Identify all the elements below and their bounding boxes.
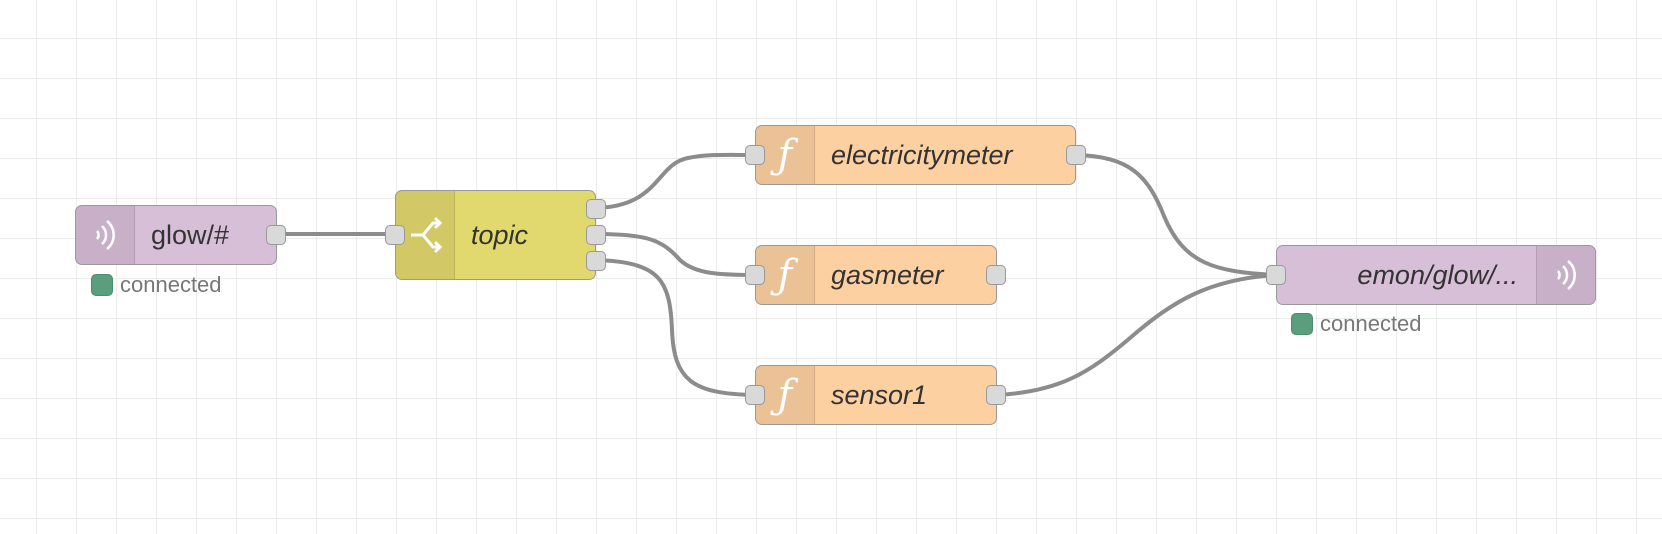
- status-connected-icon: [91, 274, 113, 296]
- node-label: sensor1: [831, 379, 928, 410]
- electricitymeter-input-port[interactable]: [745, 145, 765, 165]
- radio-waves-icon: [1536, 246, 1595, 304]
- function-node-gasmeter[interactable]: ƒ gasmeter: [755, 245, 997, 305]
- function-icon: ƒ: [756, 246, 815, 304]
- node-label: emon/glow/...: [1357, 259, 1518, 290]
- switch-output-port-1[interactable]: [586, 199, 606, 219]
- wire-topic-to-electricitymeter[interactable]: [595, 152, 756, 210]
- function-node-sensor1[interactable]: ƒ sensor1: [755, 365, 997, 425]
- function-icon: ƒ: [756, 366, 815, 424]
- node-label: electricitymeter: [831, 139, 1013, 170]
- node-label: topic: [471, 219, 529, 250]
- wire-electricitymeter-to-emon[interactable]: [1074, 153, 1277, 277]
- wire-topic-to-gasmeter[interactable]: [595, 232, 756, 277]
- switch-output-port-2[interactable]: [586, 225, 606, 245]
- node-label: gasmeter: [831, 259, 944, 290]
- gasmeter-output-port[interactable]: [986, 265, 1006, 285]
- switch-node[interactable]: topic: [395, 190, 596, 280]
- gasmeter-input-port[interactable]: [745, 265, 765, 285]
- mqtt-out-status: connected: [1291, 311, 1422, 337]
- function-node-electricitymeter[interactable]: ƒ electricitymeter: [755, 125, 1076, 185]
- sensor1-output-port[interactable]: [986, 385, 1006, 405]
- mqtt-out-input-port[interactable]: [1266, 265, 1286, 285]
- status-connected-icon: [1291, 313, 1313, 335]
- function-icon: ƒ: [756, 126, 815, 184]
- node-label: glow/#: [151, 219, 230, 250]
- mqtt-in-output-port[interactable]: [266, 225, 286, 245]
- switch-input-port[interactable]: [385, 225, 405, 245]
- radio-waves-icon: [76, 206, 135, 264]
- mqtt-out-node[interactable]: emon/glow/...: [1276, 245, 1596, 305]
- electricitymeter-output-port[interactable]: [1066, 145, 1086, 165]
- sensor1-input-port[interactable]: [745, 385, 765, 405]
- wire-sensor1-to-emon[interactable]: [995, 273, 1277, 397]
- mqtt-in-status: connected: [91, 272, 222, 298]
- mqtt-in-node[interactable]: glow/#: [75, 205, 277, 265]
- wire-topic-to-sensor1[interactable]: [595, 258, 756, 397]
- switch-output-port-3[interactable]: [586, 251, 606, 271]
- switch-fork-icon: [396, 191, 455, 279]
